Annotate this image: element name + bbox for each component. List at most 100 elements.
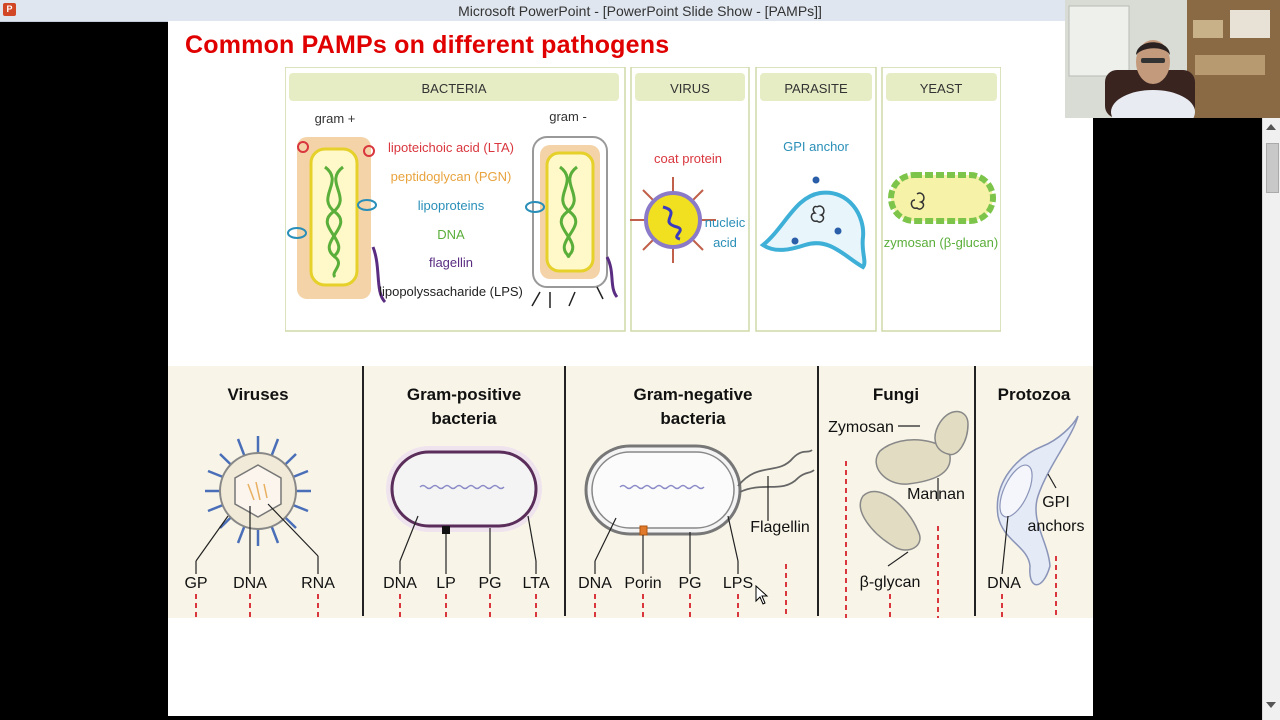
label-rna: RNA	[301, 575, 335, 592]
label-porin: Porin	[624, 575, 661, 592]
label-zymosan: Zymosan	[828, 419, 894, 436]
virus-header: VIRUS	[670, 81, 710, 96]
mouse-pointer-icon	[755, 585, 769, 605]
yeast-nucleus	[910, 192, 925, 210]
leader-line	[887, 551, 909, 567]
pamp-pgn: peptidoglycan (PGN)	[391, 169, 512, 184]
virus-genome	[247, 481, 268, 501]
gram-positive-dna-2	[325, 165, 344, 259]
label-protozoa-dna: DNA	[987, 575, 1021, 592]
gram-negative-dna-2	[559, 165, 578, 259]
yeast-cell	[888, 172, 996, 224]
gram-positive-heading-2: bacteria	[431, 409, 497, 428]
virus-header-box	[635, 73, 745, 101]
leader-line	[1001, 515, 1009, 575]
webcam-shelf-books	[1195, 55, 1265, 75]
gram-negative-label: gram -	[549, 109, 587, 124]
webcam-whiteboard	[1068, 5, 1130, 77]
pamp-lipoproteins: lipoproteins	[418, 198, 485, 213]
leader-line	[399, 515, 419, 562]
powerpoint-app-icon[interactable]: P	[3, 3, 16, 16]
webcam-shelf-books	[1193, 20, 1223, 38]
label-lp: LP	[436, 575, 456, 592]
leader-line	[727, 515, 739, 562]
gram-positive-dna	[324, 165, 343, 279]
window-title: Microsoft PowerPoint - [PowerPoint Slide…	[458, 3, 822, 19]
yeast-header: YEAST	[920, 81, 963, 96]
flagellum	[371, 246, 387, 304]
label-bglycan: β-glycan	[860, 574, 921, 591]
scroll-down-arrow-icon[interactable]	[1266, 702, 1276, 708]
slide-title: Common PAMPs on different pathogens	[185, 31, 670, 59]
leader-line	[195, 515, 229, 562]
webcam-person-hair	[1136, 42, 1170, 55]
pamp-receptors-figure: Viruses Gram-positive bacteria Gram-nega…	[168, 366, 1093, 618]
webcam-person-torso	[1111, 90, 1195, 118]
parasite-header: PARASITE	[784, 81, 848, 96]
fungi-heading: Fungi	[873, 385, 919, 404]
scroll-thumb[interactable]	[1266, 143, 1279, 193]
gram-negative-dna	[619, 484, 705, 490]
window-titlebar: P Microsoft PowerPoint - [PowerPoint Sli…	[0, 0, 1280, 22]
leader-line	[1047, 473, 1057, 489]
viruses-heading: Viruses	[227, 385, 288, 404]
gram-positive-dna	[419, 484, 505, 490]
protozoa-nucleus	[999, 464, 1033, 518]
gram-negative-inner	[591, 451, 735, 529]
fungi-cell	[859, 490, 921, 551]
pamps-pathogen-figure: BACTERIA VIRUS PARASITE YEAST gram + lip…	[285, 67, 1001, 332]
lps-chains	[531, 286, 604, 308]
protozoa-heading: Protozoa	[998, 385, 1071, 404]
lta-dot	[363, 145, 375, 157]
slide[interactable]: Common PAMPs on different pathogens BACT…	[168, 21, 1093, 716]
pamp-lps: lipopolyssacharide (LPS)	[379, 284, 523, 299]
fungi-cell	[934, 410, 969, 456]
pamp-lta: lipoteichoic acid (LTA)	[388, 140, 514, 155]
label-lta: LTA	[523, 575, 550, 592]
parasite-gpi-label: GPI anchor	[783, 139, 849, 154]
lipoprotein-oval	[357, 199, 377, 211]
lipoprotein-oval	[525, 201, 545, 213]
flagellum	[739, 469, 815, 493]
webcam-person-glasses	[1141, 58, 1165, 63]
parasite-header-box	[760, 73, 872, 101]
pamp-dna: DNA	[437, 227, 465, 242]
gram-positive-heading-1: Gram-positive	[407, 385, 521, 404]
porin-marker	[639, 525, 648, 536]
label-gn-dna: DNA	[578, 575, 612, 592]
gpi-anchor	[812, 176, 820, 184]
label-gn-pg: PG	[678, 575, 701, 592]
yeast-header-box	[886, 73, 997, 101]
virus-nucleic-label-1: nucleic	[705, 215, 746, 230]
vertical-scrollbar[interactable]	[1262, 118, 1280, 720]
parasite-nucleus	[810, 205, 825, 223]
parasite-body	[759, 190, 867, 270]
virus-coat-label: coat protein	[654, 151, 722, 166]
label-lps: LPS	[723, 575, 753, 592]
virus-nucleic-label-2: acid	[713, 235, 737, 250]
bacteria-header: BACTERIA	[421, 81, 486, 96]
leader-line	[267, 503, 319, 557]
pamp-flagellin: flagellin	[429, 255, 473, 270]
label-mannan: Mannan	[907, 486, 965, 503]
virus-nucleic-acid	[662, 205, 682, 241]
label-gpi-1: GPI	[1042, 494, 1070, 511]
flagellum	[737, 449, 813, 487]
label-gp-dna: DNA	[383, 575, 417, 592]
leader-line	[594, 517, 617, 562]
gram-negative-dna	[559, 165, 578, 259]
gram-negative-heading-2: bacteria	[660, 409, 726, 428]
lta-dot	[297, 141, 309, 153]
gram-negative-heading-1: Gram-negative	[633, 385, 752, 404]
webcam-video	[1065, 0, 1280, 118]
receptor-dashes	[195, 461, 1057, 618]
fungi-cell	[875, 439, 951, 485]
lp-marker	[442, 526, 450, 534]
label-gpi-2: anchors	[1028, 518, 1085, 535]
scroll-up-arrow-icon[interactable]	[1266, 124, 1276, 130]
label-flagellin: Flagellin	[750, 519, 810, 536]
leader-line	[527, 515, 537, 562]
label-gp-pg: PG	[478, 575, 501, 592]
protozoa-body	[996, 415, 1079, 586]
gpi-anchor	[834, 227, 842, 235]
